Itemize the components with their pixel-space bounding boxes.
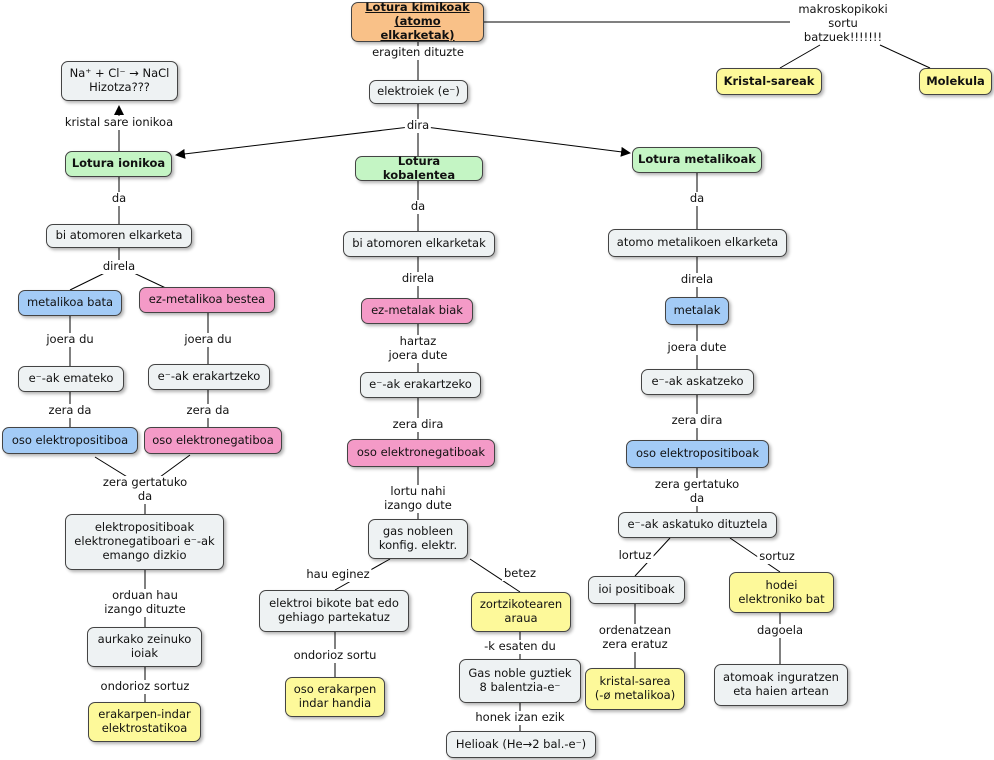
bi-atomoren-elkarketa-node[interactable]: bi atomoren elkarketa: [46, 224, 192, 248]
root-node[interactable]: Lotura kimikoak (atomo elkarketak): [351, 0, 484, 42]
link-label-ondorioz-sortuz: ondorioz sortuz: [98, 679, 192, 694]
kristal-sarea-node[interactable]: kristal-sarea (-ø metalikoa): [585, 668, 685, 710]
link-label-lortuz: lortuz: [616, 548, 654, 563]
link-label-zera-gertatuko-met: zera gertatuko da: [652, 477, 742, 506]
link-label-dira: dira: [404, 118, 432, 133]
kristal-sareak-node[interactable]: Kristal-sareak: [716, 68, 822, 95]
oso-elektronegatiboa-node[interactable]: oso elektronegatiboa: [144, 427, 282, 454]
metalak-node[interactable]: metalak: [665, 297, 729, 325]
link-label-zera-da-1: zera da: [46, 403, 94, 418]
elektroiek-node[interactable]: elektroiek (e⁻): [369, 80, 468, 104]
link-label-zera-da-2: zera da: [184, 403, 232, 418]
link-label-ordenatzean: ordenatzean zera eratuz: [596, 623, 674, 652]
link-label-joera-du-1: joera du: [44, 332, 96, 347]
link-label-makroskopikoki: makroskopikoki sortu batzuek!!!!!!!: [796, 2, 890, 45]
aurkako-ioiak-node[interactable]: aurkako zeinuko ioiak: [87, 627, 202, 667]
link-label-honek-izan-ezik: honek izan ezik: [473, 710, 567, 725]
link-label-eragiten: eragiten dituzte: [370, 45, 466, 60]
link-label-joera-dute: joera dute: [665, 340, 729, 355]
link-label-hau-eginez: hau eginez: [304, 567, 372, 582]
bi-atomoren-elkarketak-node[interactable]: bi atomoren elkarketak: [343, 231, 495, 257]
lotura-kobalentea-node[interactable]: Lotura kobalentea: [355, 154, 483, 181]
erakarpen-indar-node[interactable]: erakarpen-indar elektrostatikoa: [88, 702, 201, 742]
ioi-positiboak-node[interactable]: ioi positiboak: [588, 576, 685, 604]
e-askatuko-node[interactable]: e⁻-ak askatuko dituztela: [618, 512, 777, 538]
atomo-metalikoen-node[interactable]: atomo metalikoen elkarketa: [608, 229, 787, 257]
ez-metalikoa-bestea-node[interactable]: ez-metalikoa bestea: [139, 287, 275, 313]
zortzikotearen-node[interactable]: zortzikotearen araua: [471, 592, 571, 632]
oso-erakarpen-node[interactable]: oso erakarpen indar handia: [285, 677, 385, 717]
link-label-kristal-sare-ionikoa: kristal sare ionikoa: [62, 115, 176, 130]
helioak-node[interactable]: Helioak (He→2 bal.-e⁻): [446, 731, 596, 758]
e-ematekoa-node[interactable]: e⁻-ak emateko: [18, 366, 124, 392]
link-label-zera-dira-kob: zera dira: [390, 417, 446, 432]
link-label-da-ion: da: [109, 191, 129, 206]
gas-noble-guztiek-node[interactable]: Gas noble guztiek 8 balentzia-e⁻: [459, 659, 581, 703]
molekula-node[interactable]: Molekula: [919, 68, 992, 95]
link-label-joera-du-2: joera du: [182, 332, 234, 347]
link-label-direla-ion: direla: [100, 259, 138, 274]
atomoak-inguratzen-node[interactable]: atomoak inguratzen eta haien artean: [714, 664, 848, 706]
link-label-k-esaten-du: -k esaten du: [482, 639, 558, 654]
link-label-betez: betez: [502, 566, 538, 581]
link-label-da-kob: da: [408, 199, 428, 214]
link-label-da-met: da: [687, 191, 707, 206]
nacl-node[interactable]: Na⁺ + Cl⁻ → NaCl Hizotza???: [61, 61, 178, 101]
lotura-metalikoak-node[interactable]: Lotura metalikoak: [632, 147, 762, 173]
ez-metalak-biak-node[interactable]: ez-metalak biak: [361, 298, 473, 324]
link-label-lortu-nahi: lortu nahi izango dute: [382, 484, 454, 513]
elektropositiboak-ematen-node[interactable]: elektropositiboak elektronegatiboari e⁻-…: [65, 514, 224, 570]
e-askatzeko-node[interactable]: e⁻-ak askatzeko: [641, 369, 754, 395]
hodei-elektroniko-node[interactable]: hodei elektroniko bat: [729, 572, 834, 613]
link-label-dagoela: dagoela: [755, 623, 805, 638]
link-label-orduan-hau: orduan hau izango dituzte: [102, 588, 188, 617]
link-label-ondorioz-sortu: ondorioz sortu: [291, 648, 379, 663]
link-label-zera-gertatuko-ion: zera gertatuko da: [100, 475, 190, 504]
link-label-zera-dira-met: zera dira: [669, 413, 725, 428]
e-erakartzeko-ion-node[interactable]: e⁻-ak erakartzeko: [148, 364, 270, 390]
oso-elektronegatiboak-node[interactable]: oso elektronegatiboak: [347, 439, 495, 467]
link-label-hartaz: hartaz joera dute: [386, 334, 450, 363]
elektroi-bikote-node[interactable]: elektroi bikote bat edo gehiago partekat…: [259, 590, 409, 632]
metalikoa-bata-node[interactable]: metalikoa bata: [18, 290, 122, 316]
link-label-direla-met: direla: [678, 272, 716, 287]
e-erakartzeko-kob-node[interactable]: e⁻-ak erakartzeko: [360, 372, 481, 398]
oso-elektropositiboa-node[interactable]: oso elektropositiboa: [2, 427, 138, 454]
gas-nobleen-node[interactable]: gas nobleen konfig. elektr.: [368, 519, 468, 559]
link-label-sortuz: sortuz: [757, 549, 797, 564]
oso-elektropositiboak-node[interactable]: oso elektropositiboak: [626, 440, 769, 468]
lotura-ionikoa-node[interactable]: Lotura ionikoa: [65, 151, 172, 177]
link-label-direla-kob: direla: [399, 271, 437, 286]
